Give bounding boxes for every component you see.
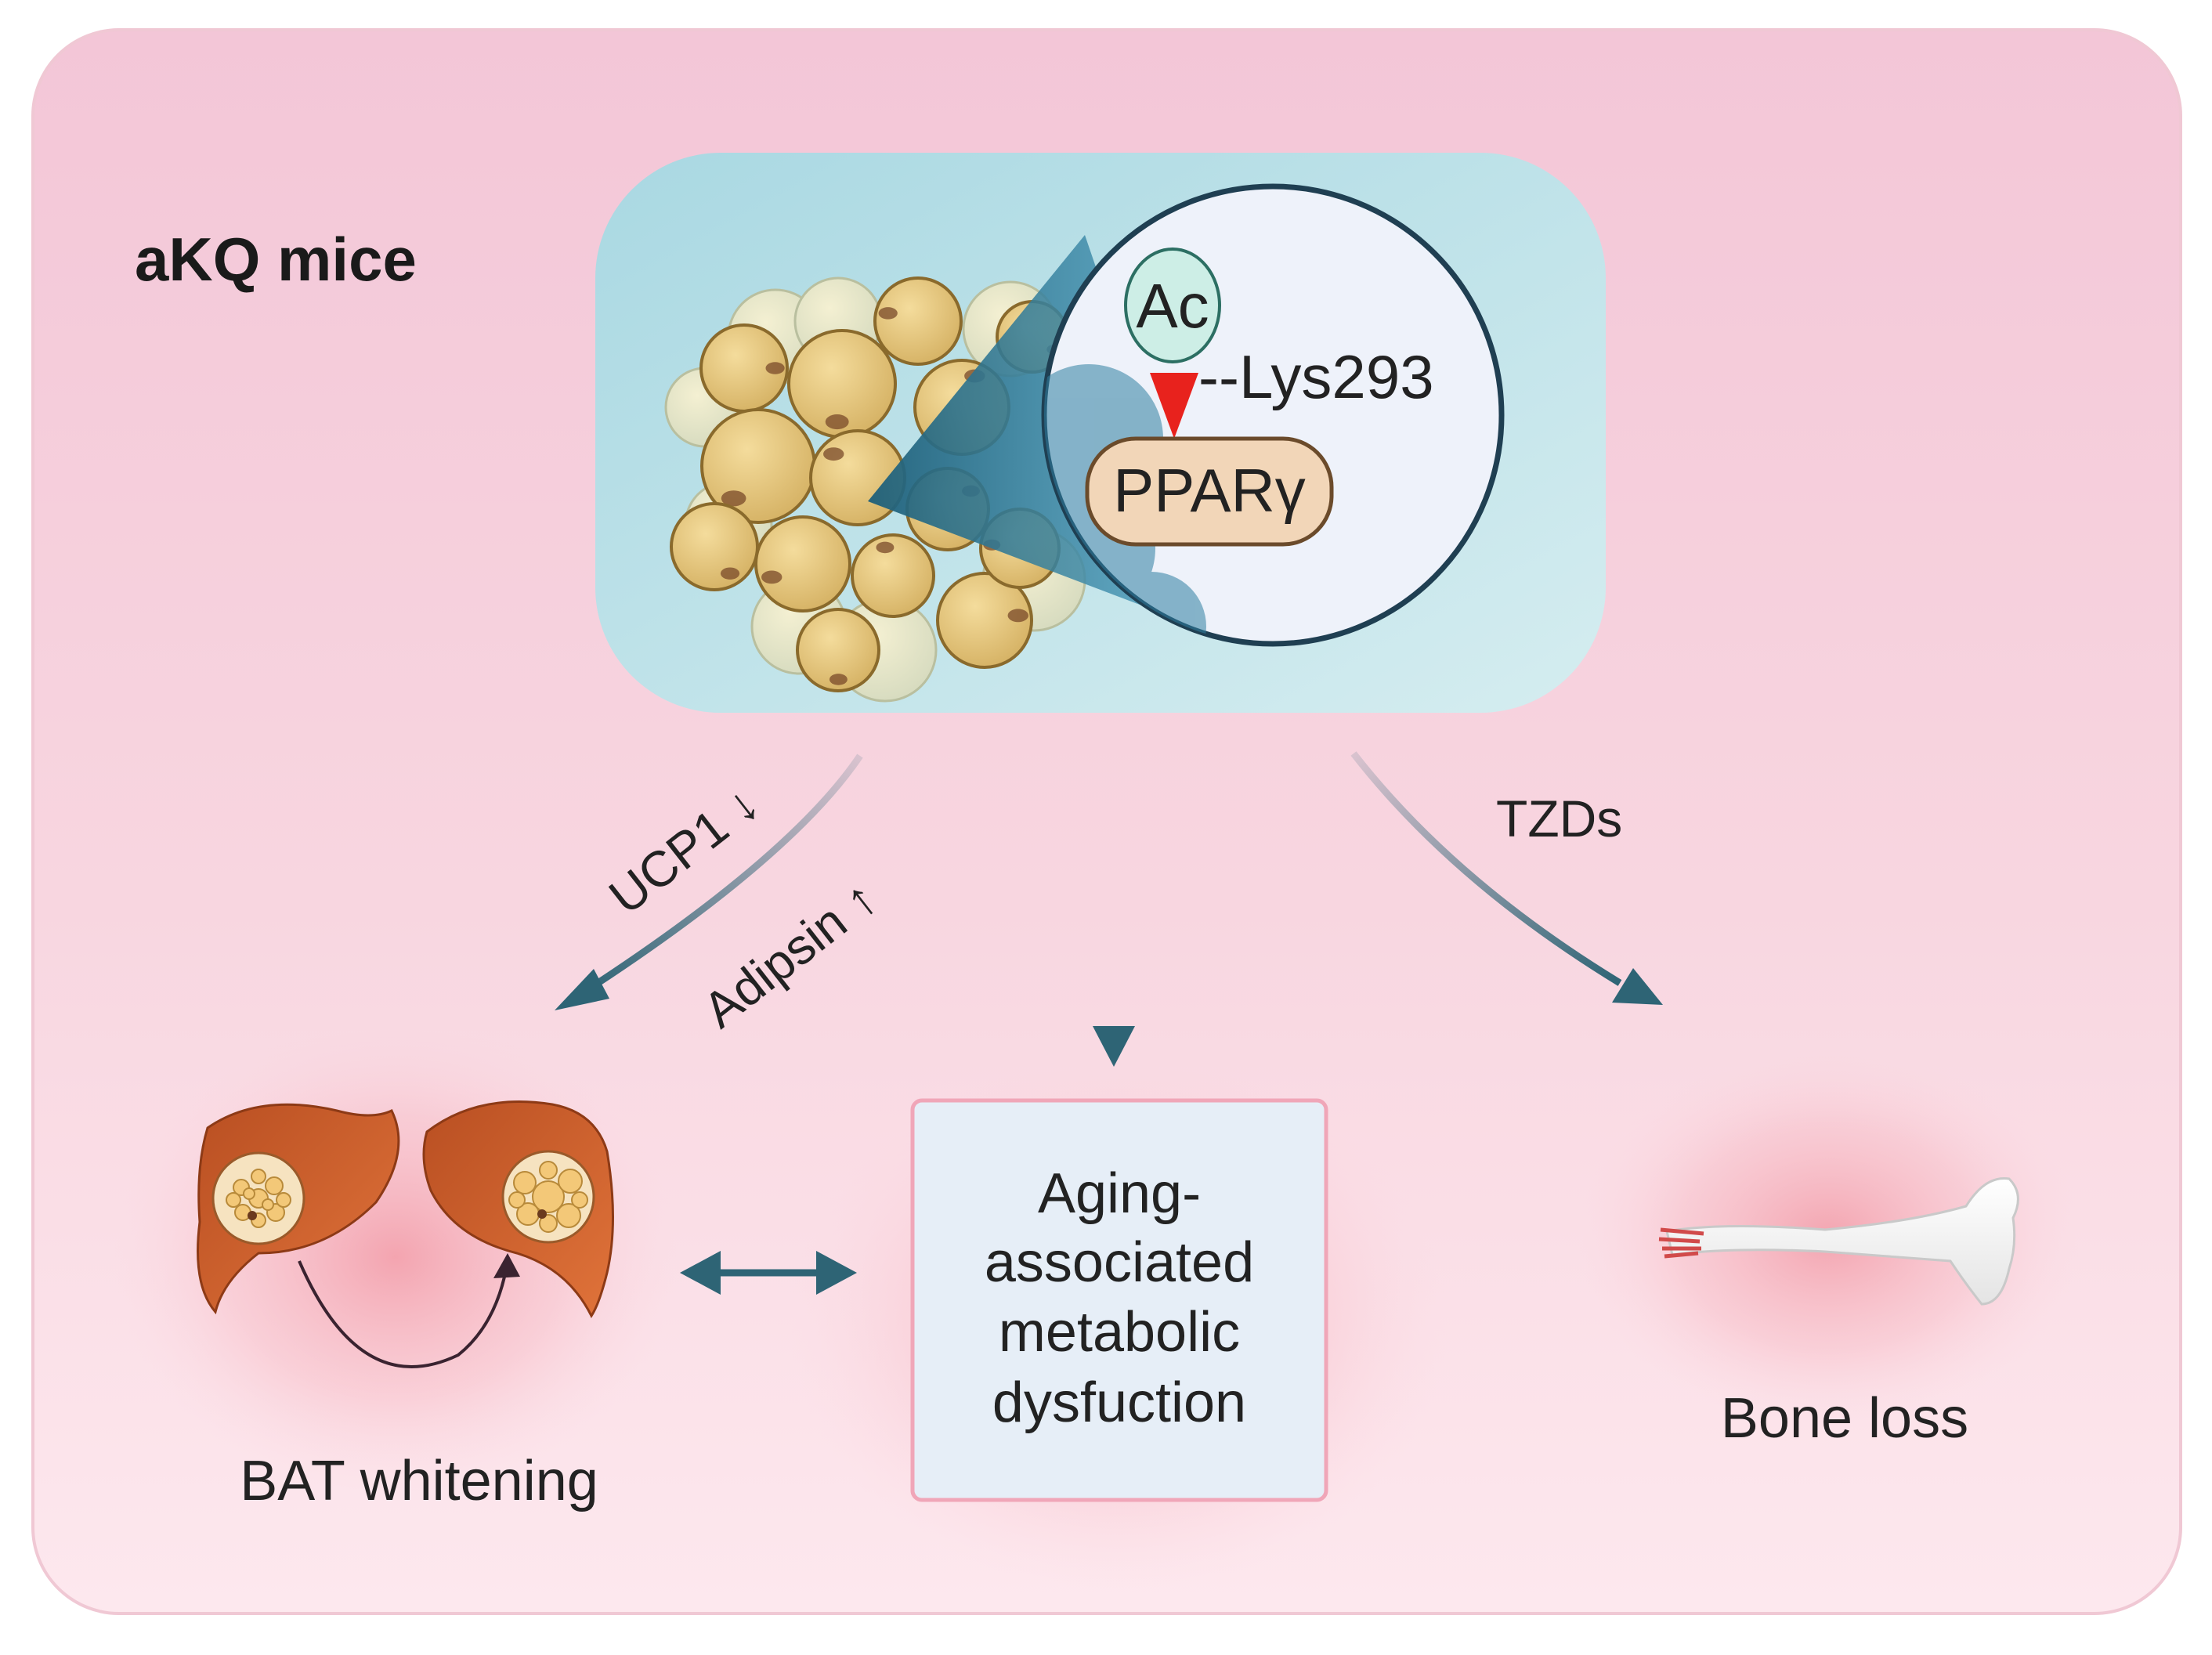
bone-label: Bone loss bbox=[1721, 1387, 1968, 1450]
right-arrow-label: TZDs bbox=[1496, 790, 1622, 847]
left-arrow bbox=[555, 753, 863, 1010]
cell-nucleus bbox=[248, 1211, 257, 1220]
bat-cells-right bbox=[501, 1150, 595, 1244]
cell-nucleus bbox=[721, 490, 746, 507]
right-arrow bbox=[1350, 751, 1663, 1005]
adipose-tissue-icon bbox=[664, 276, 1086, 703]
lipid-droplet bbox=[276, 1192, 291, 1208]
center-line-1: Aging- bbox=[1038, 1162, 1201, 1225]
bat-cells-left bbox=[211, 1151, 305, 1245]
lipid-droplet bbox=[558, 1169, 583, 1194]
bone-icon bbox=[1658, 1176, 2019, 1306]
center-outcome-box bbox=[910, 1098, 1328, 1502]
residue-label: --Lys293 bbox=[1198, 342, 1434, 411]
cell-nucleus bbox=[825, 414, 849, 430]
adipocyte-cell bbox=[796, 608, 880, 692]
lipid-droplet bbox=[532, 1180, 565, 1213]
double-arrow bbox=[680, 1251, 857, 1295]
cell-nucleus bbox=[765, 362, 785, 374]
lipid-droplet bbox=[226, 1192, 241, 1208]
lipid-droplet bbox=[556, 1203, 581, 1228]
lipid-droplet bbox=[243, 1187, 255, 1200]
cell-nucleus bbox=[823, 447, 844, 461]
adipocyte-cell bbox=[851, 533, 935, 618]
lipid-droplet bbox=[508, 1191, 526, 1209]
acetylation-arrowhead bbox=[1150, 373, 1198, 439]
cell-nucleus bbox=[829, 674, 848, 685]
bat-label: BAT whitening bbox=[240, 1450, 598, 1512]
cell-nucleus bbox=[720, 567, 740, 580]
lipid-droplet bbox=[539, 1214, 558, 1233]
brown-fat-lobes-icon bbox=[197, 1100, 614, 1368]
protein-label: PPARγ bbox=[1113, 456, 1306, 525]
adipocyte-cell bbox=[754, 515, 851, 612]
cell-nucleus bbox=[876, 541, 895, 554]
cell-nucleus bbox=[1007, 609, 1028, 623]
pparg-protein-node bbox=[1085, 436, 1334, 547]
adipocyte-cell bbox=[670, 502, 759, 591]
center-arrow bbox=[1093, 764, 1135, 1067]
adipose-tissue-panel: Ac --Lys293 PPARγ bbox=[595, 153, 1606, 713]
cell-nucleus bbox=[878, 307, 898, 320]
cell-nucleus bbox=[537, 1209, 547, 1219]
lipid-droplet bbox=[262, 1198, 274, 1211]
lobe-transition-arrow bbox=[298, 1260, 509, 1368]
lipid-droplet bbox=[539, 1161, 558, 1180]
lipid-droplet bbox=[571, 1191, 588, 1209]
lipid-droplet bbox=[251, 1169, 266, 1184]
diagram-title: aKQ mice bbox=[135, 225, 417, 294]
lipid-droplet bbox=[513, 1171, 537, 1194]
center-line-3: metabolic bbox=[999, 1301, 1240, 1364]
center-line-4: dysfuction bbox=[992, 1371, 1246, 1434]
acetyl-group-node bbox=[1124, 248, 1221, 363]
center-line-2: associated bbox=[985, 1231, 1254, 1294]
adipocyte-cell bbox=[873, 276, 963, 366]
lipid-droplet bbox=[265, 1176, 284, 1195]
adipocyte-cell bbox=[936, 572, 1033, 669]
acetyl-label: Ac bbox=[1136, 271, 1209, 341]
cell-nucleus bbox=[761, 570, 783, 584]
